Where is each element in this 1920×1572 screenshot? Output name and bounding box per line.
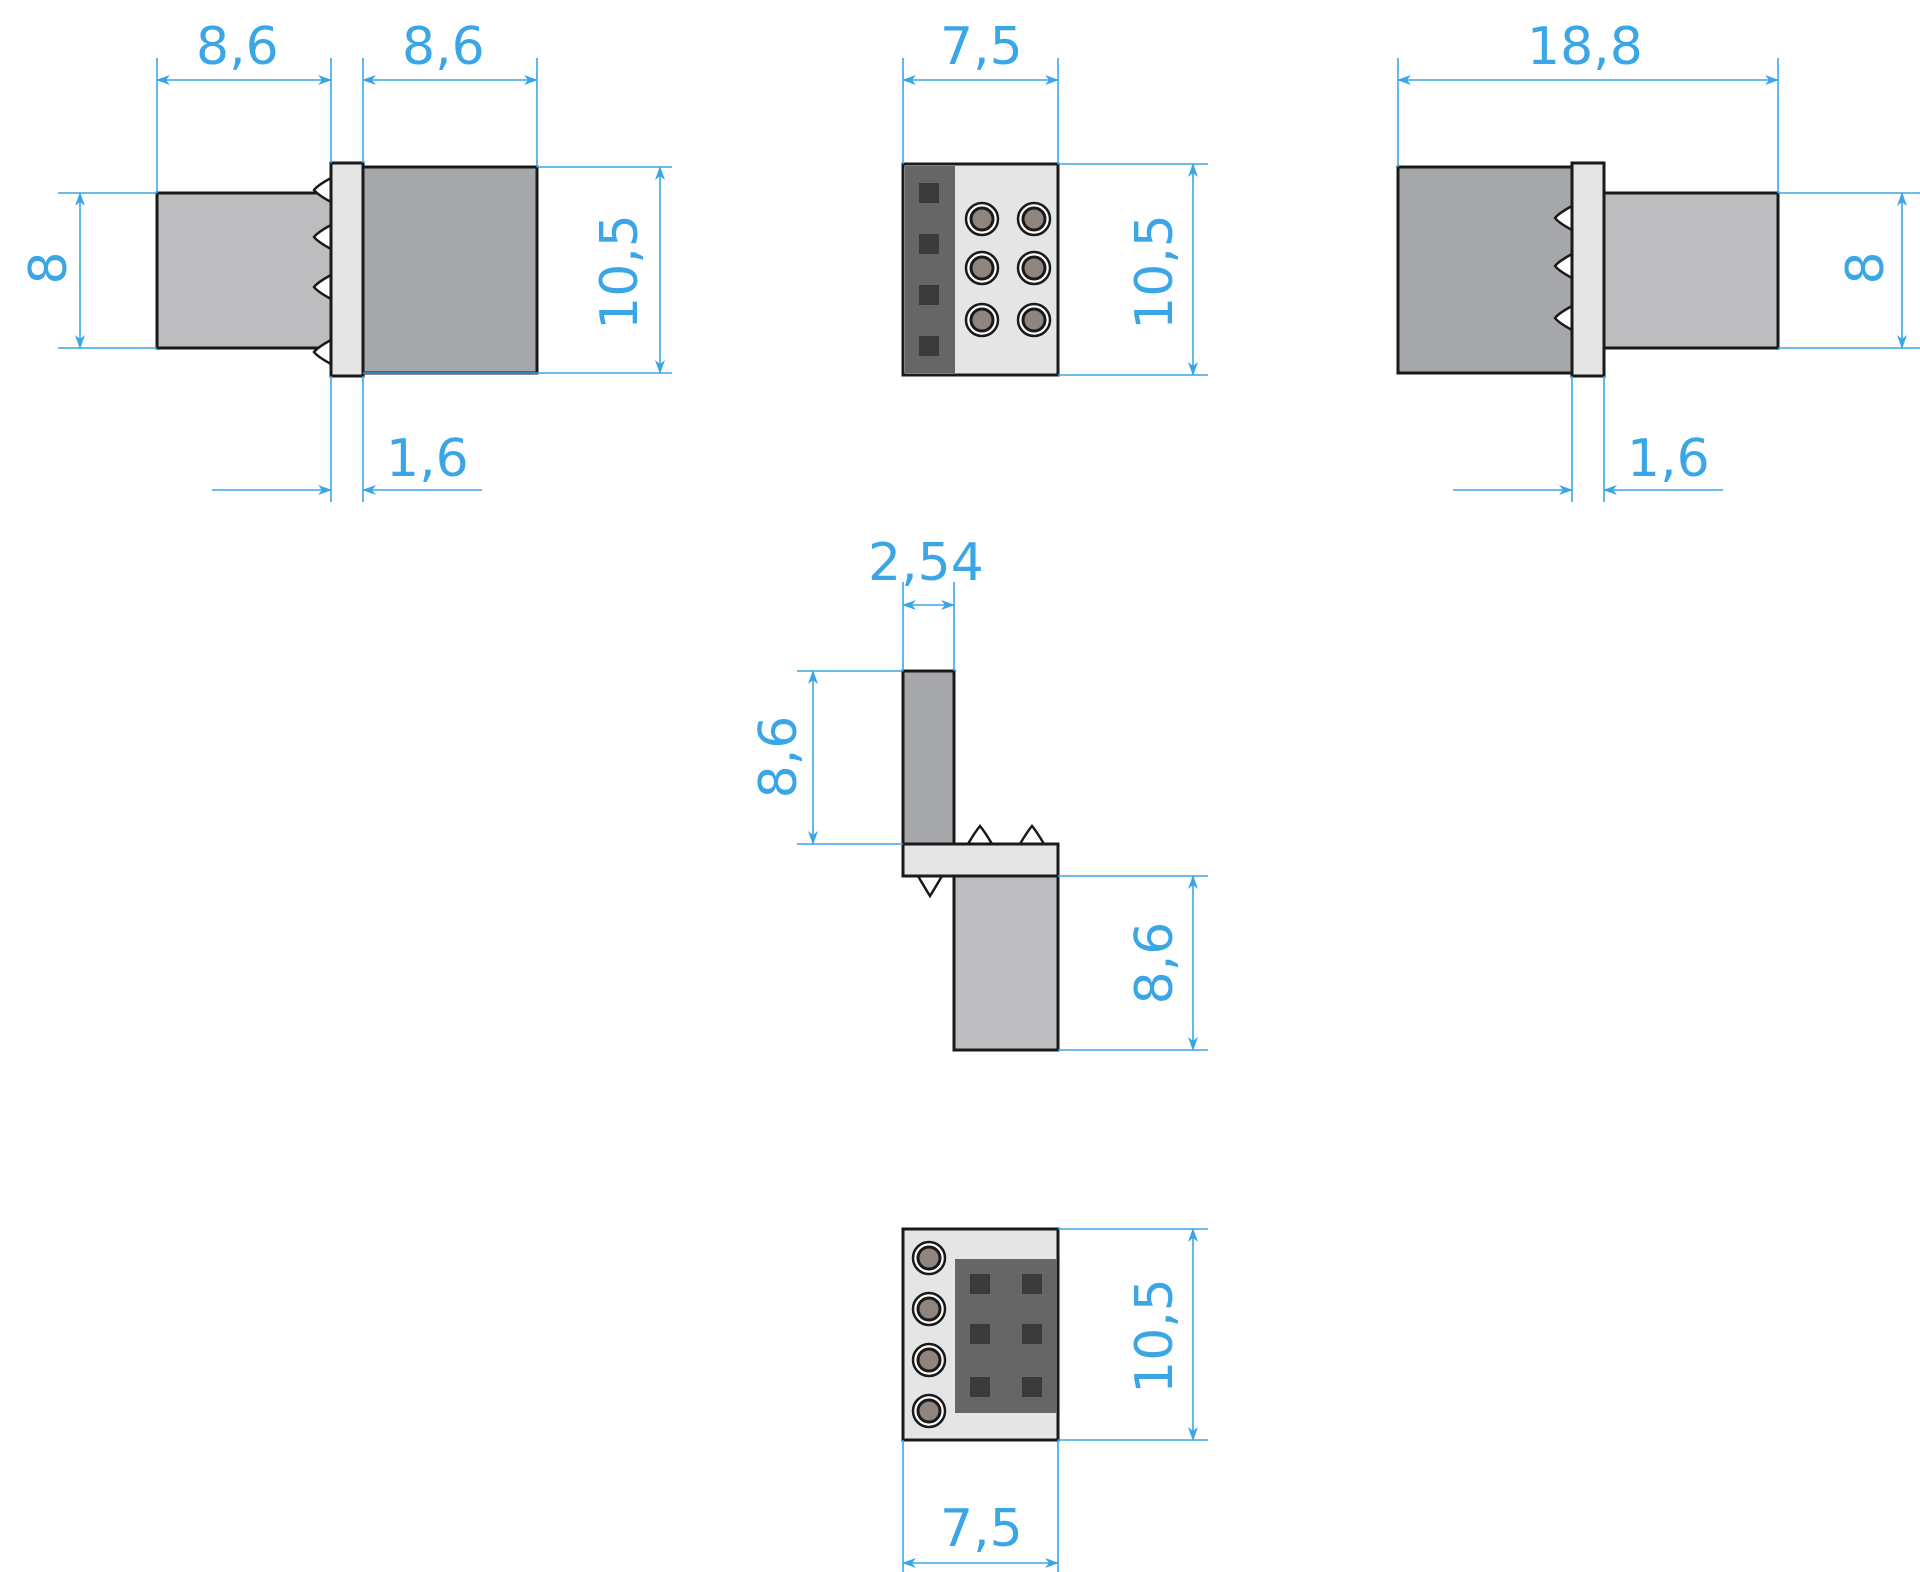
latch-barb [1017, 824, 1047, 846]
latch-barb [312, 175, 333, 205]
dim-label: 8,6 [1125, 922, 1185, 1005]
lower-pin-body [952, 874, 1060, 1052]
left-socket-body [361, 165, 539, 375]
latch-barb [965, 824, 995, 846]
dim-label: 2,54 [868, 533, 984, 593]
right-socket-body [1396, 165, 1574, 375]
right-board [1570, 161, 1606, 378]
latch-barb [1553, 203, 1574, 233]
middle-side-view: 2,54 8,6 8,6 [749, 533, 1208, 1052]
dim-label: 1,6 [1627, 429, 1710, 489]
latch-barb [312, 222, 333, 252]
dim-label: 7,5 [940, 17, 1023, 77]
dim-label: 1,6 [386, 429, 469, 489]
pin-square [919, 285, 939, 305]
pin-square [970, 1377, 990, 1397]
pin-square [919, 183, 939, 203]
pin-hole-column [911, 1240, 947, 1429]
latch-barb [1553, 251, 1574, 281]
front-top-view: 7,5 10,5 [901, 17, 1208, 377]
pin-square [1022, 1377, 1042, 1397]
left-side-view: 8,6 8,6 8 10,5 1,6 [19, 17, 672, 502]
pin-square [970, 1274, 990, 1294]
dim-label: 8 [1836, 251, 1896, 284]
pin-square [1022, 1274, 1042, 1294]
latch-barb [312, 337, 333, 367]
right-plug-body [1602, 191, 1780, 350]
middle-board [901, 842, 1060, 878]
latch-barb [915, 874, 945, 899]
dim-label: 10,5 [590, 214, 650, 330]
dim-label: 8,6 [749, 716, 809, 799]
upper-pin-body [901, 669, 956, 846]
dim-label: 10,5 [1125, 214, 1185, 330]
dim-label: 7,5 [940, 1499, 1023, 1559]
right-side-view: 18,8 8 1,6 [1396, 17, 1920, 502]
pin-square [919, 336, 939, 356]
dim-label: 8,6 [402, 17, 485, 77]
dim-label: 18,8 [1527, 17, 1643, 77]
pin-hole-grid [964, 201, 1052, 338]
pin-square [970, 1324, 990, 1344]
left-board [329, 161, 365, 378]
pin-square [919, 234, 939, 254]
dim-label: 10,5 [1125, 1278, 1185, 1394]
dim-label: 8 [19, 251, 79, 284]
pin-square [1022, 1324, 1042, 1344]
front-bottom-view: 10,5 7,5 [901, 1227, 1208, 1572]
left-plug-body [155, 191, 333, 350]
latch-barb [1553, 303, 1574, 333]
dim-label: 8,6 [196, 17, 279, 77]
latch-barb [312, 272, 333, 302]
